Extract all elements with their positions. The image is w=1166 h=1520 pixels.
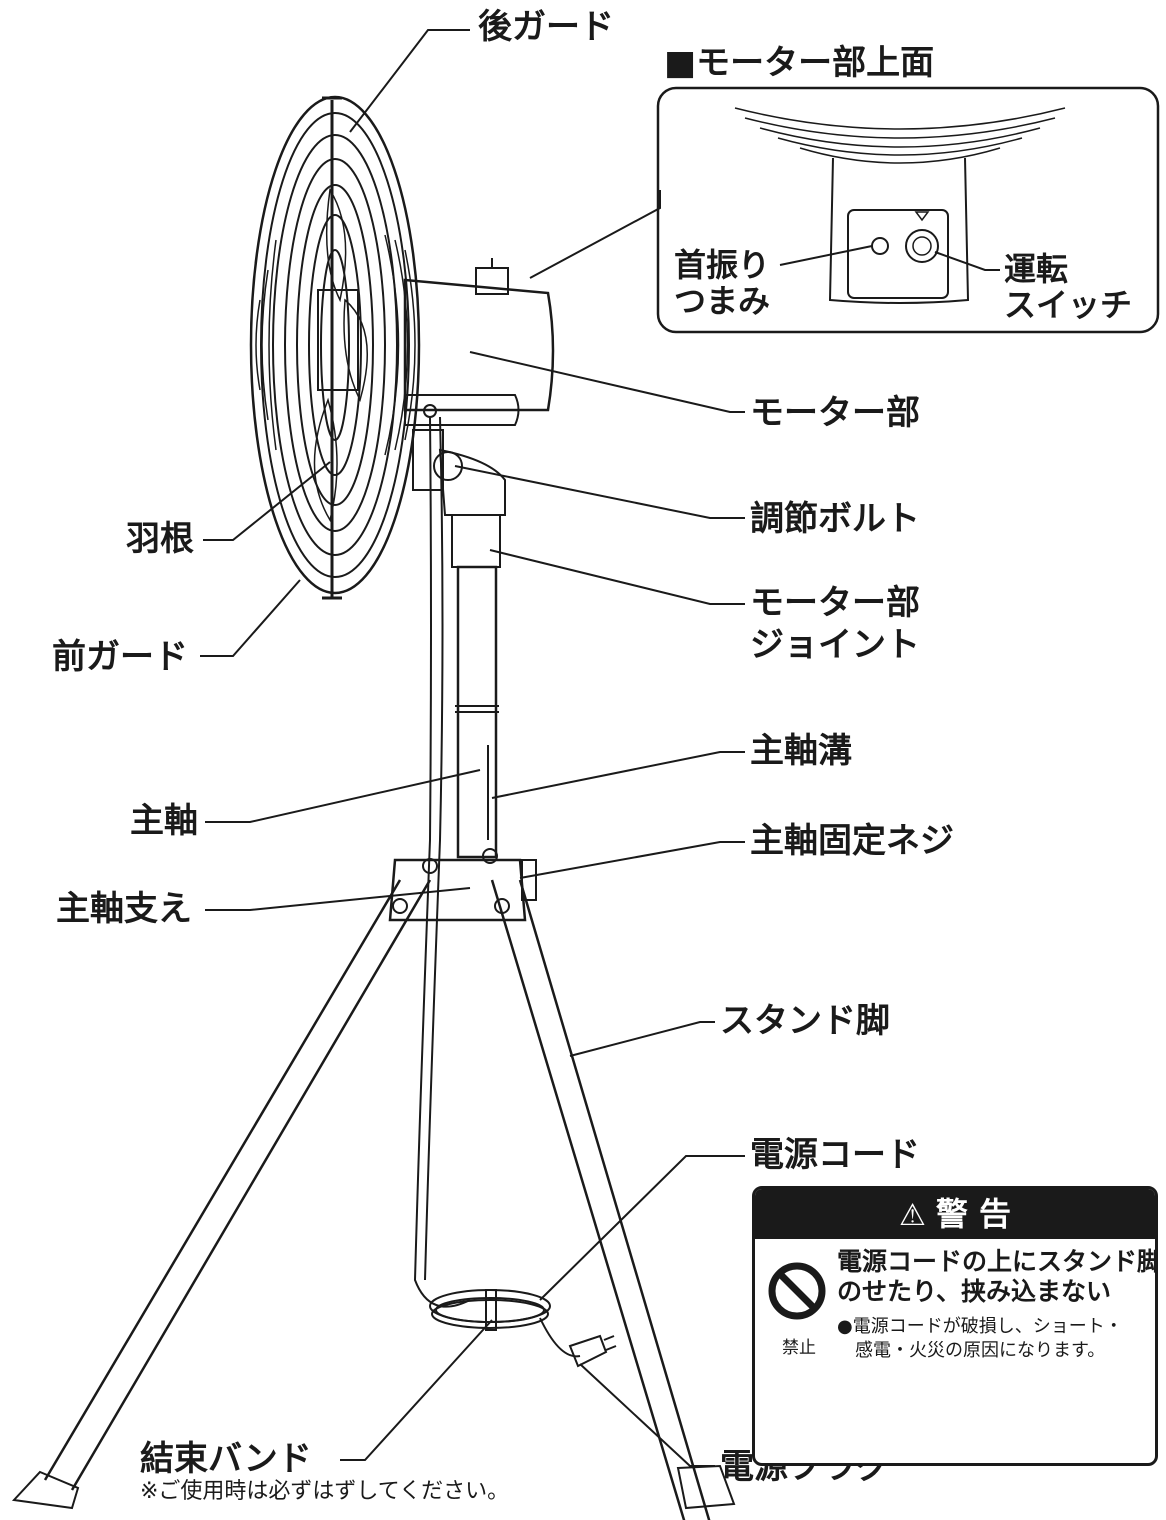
motor-housing — [403, 258, 555, 491]
label-shaft-screw: 主軸固定ネジ — [750, 821, 954, 861]
tripod-stand — [11, 848, 736, 1520]
warning-sub-text: ●電源コードが破損し、ショート・ 感電・火災の原因になります。 — [837, 1315, 1123, 1363]
warning-header-text: 警 告 — [935, 1195, 1012, 1233]
warning-main-line-2: のせたり、挟み込まない — [837, 1277, 1112, 1306]
label-operation-switch-1: 運転 — [1004, 250, 1069, 288]
motor-joint — [433, 448, 506, 568]
warning-sub-line-1: ●電源コードが破損し、ショート・ — [837, 1316, 1123, 1337]
prohibition-icon — [768, 1262, 826, 1320]
warning-body: 禁止 電源コードの上にスタンド脚を のせたり、挟み込まない ●電源コードが破損し… — [755, 1239, 1158, 1463]
label-oscillation-knob-1: 首振り — [674, 246, 771, 284]
warning-header: ⚠ 警 告 — [755, 1189, 1155, 1239]
label-main-shaft: 主軸 — [130, 801, 198, 841]
label-motor-joint-2: ジョイント — [750, 625, 920, 665]
label-cable-tie: 結束バンド — [140, 1439, 312, 1479]
warning-box: ⚠ 警 告 禁止 電源コードの上にスタンド脚を のせたり、挟み込まない ●電源コー… — [752, 1186, 1158, 1466]
label-motor-joint-1: モーター部 — [750, 583, 920, 623]
label-shaft-support: 主軸支え — [56, 889, 192, 929]
warning-triangle-icon: ⚠ — [898, 1198, 926, 1233]
label-stand-leg: スタンド脚 — [720, 1001, 890, 1041]
fan-guard — [249, 95, 421, 600]
warning-main-text: 電源コードの上にスタンド脚を のせたり、挟み込まない — [837, 1247, 1158, 1307]
main-shaft — [455, 565, 499, 859]
label-front-guard: 前ガード — [52, 637, 188, 677]
label-oscillation-knob-2: つまみ — [674, 282, 771, 320]
label-motor: モーター部 — [750, 393, 920, 433]
leader-lines — [200, 29, 745, 1467]
motor-top-inset — [656, 86, 1160, 334]
power-cord-drawing — [413, 416, 617, 1368]
label-shaft-groove: 主軸溝 — [750, 731, 852, 771]
label-operation-switch-2: スイッチ — [1004, 286, 1133, 324]
label-cable-tie-note: ※ご使用時は必ずはずしてください。 — [140, 1479, 510, 1504]
label-adjust-bolt: 調節ボルト — [750, 499, 920, 539]
warning-main-line-1: 電源コードの上にスタンド脚を — [837, 1247, 1158, 1276]
prohibit-label: 禁止 — [782, 1338, 816, 1358]
inset-title: ■モーター部上面 — [664, 43, 935, 83]
warning-sub-line-2: 感電・火災の原因になります。 — [855, 1340, 1106, 1361]
label-blade: 羽根 — [126, 519, 194, 559]
label-rear-guard: 後ガード — [478, 7, 614, 47]
label-power-cord: 電源コード — [750, 1135, 920, 1175]
